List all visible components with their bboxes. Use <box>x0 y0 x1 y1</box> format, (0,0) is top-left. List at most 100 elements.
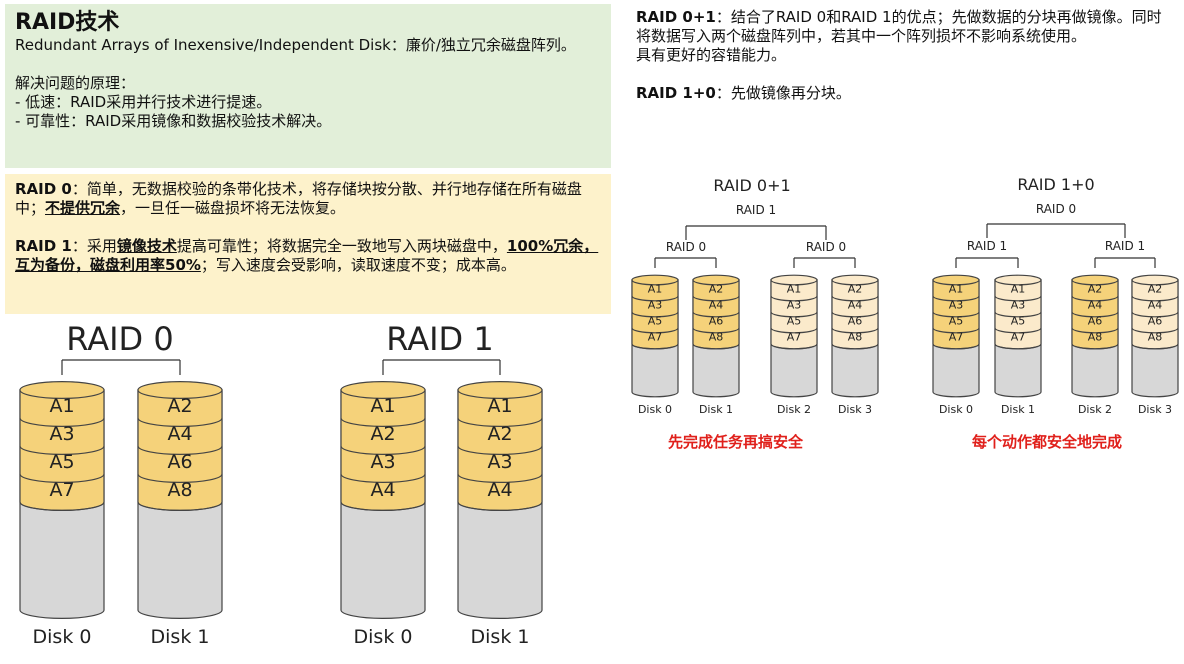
raid01-disk-1-block: A6 <box>709 315 724 328</box>
raid01-disk-0-block-divider <box>631 311 679 318</box>
raid1-emphasis-mirror: 镜像技术 <box>116 237 177 255</box>
raid1-text-mid: 提高可靠性；将数据完全一致地写入两块磁盘中， <box>176 237 507 255</box>
raid1-text-tail: ；写入速度会受影响，读取速度不变；成本高。 <box>200 256 516 274</box>
raid10-disk-2-block: A4 <box>1088 299 1103 312</box>
raid10-disk-0-block-divider <box>932 327 980 334</box>
raid0-disk-0-block-divider <box>19 501 105 511</box>
raid01-disk-1-label: Disk 1 <box>699 403 733 416</box>
raid01-disk-2-block-divider <box>770 295 818 302</box>
raid1-disk-0-block-divider <box>340 473 426 483</box>
raid0-disk-0-block-divider <box>19 473 105 483</box>
raid1-disk-0-block-divider <box>340 445 426 455</box>
raid01-disk-0-block-divider <box>631 327 679 334</box>
raid10-disk-1-label: Disk 1 <box>1001 403 1035 416</box>
raid1-emphasis-redundancy: 100%冗余，互为备份，磁盘利用率50% <box>15 237 599 274</box>
raid01-label: RAID 0+1 <box>636 8 716 26</box>
raid01-disk-1-block: A4 <box>709 299 724 312</box>
raid1-disk-0-top <box>340 381 426 400</box>
principle-bullet-reliability: - 可靠性：RAID采用镜像和数据校验技术解决。 <box>15 112 332 130</box>
raid01-disk-3-block: A8 <box>848 331 863 344</box>
raid01-disk-1-top <box>692 274 740 286</box>
raid01-disk-2-block: A7 <box>787 331 802 344</box>
raid1-disk-0-block: A4 <box>370 479 395 501</box>
raid1-text: ：采用 <box>71 237 117 255</box>
raid01-description: RAID 0+1：结合了RAID 0和RAID 1的优点；先做数据的分块再做镜像… <box>636 8 1176 46</box>
principle-bullet-speed: - 低速：RAID采用并行技术进行提速。 <box>15 93 272 111</box>
raid1-disk-1-label: Disk 1 <box>471 626 530 648</box>
raid-title: RAID技术 <box>15 10 120 35</box>
raid10-disk-1-block-divider <box>994 327 1042 334</box>
raid1-disk-1-block-divider <box>457 473 543 483</box>
raid01-disk-1-block-divider <box>692 327 740 334</box>
raid10-diagram-title: RAID 1+0 <box>1017 175 1094 194</box>
raid1-description: RAID 1：采用镜像技术提高可靠性；将数据完全一致地写入两块磁盘中，100%冗… <box>15 237 601 275</box>
raid10-disk-2-block-divider <box>1071 327 1119 334</box>
raid1-disk-1-block: A3 <box>487 451 512 473</box>
raid10-disk-1-block-divider <box>994 311 1042 318</box>
raid10-disk-2-block: A2 <box>1088 283 1103 296</box>
raid10-group-label: RAID 1 <box>967 239 1007 253</box>
raid1-disk-0-block-divider <box>340 501 426 511</box>
raid10-disk-0-block: A1 <box>949 283 964 296</box>
raid01-top-label: RAID 1 <box>736 203 776 217</box>
raid1-disk-1-block-divider <box>457 417 543 427</box>
raid01-text: ：结合了RAID 0和RAID 1的优点；先做数据的分块再做镜像。同时将数据写入… <box>636 8 1162 45</box>
principle-heading: 解决问题的原理： <box>15 74 136 92</box>
raid-definition: Redundant Arrays of Inexensive/Independe… <box>15 36 576 54</box>
raid0-disk-1-block: A4 <box>167 423 192 445</box>
raid10-disk-1-top <box>994 274 1042 286</box>
raid10-disk-1-block: A1 <box>1011 283 1026 296</box>
raid01-group-label: RAID 0 <box>806 240 846 254</box>
raid01-disk-0-block: A7 <box>648 331 663 344</box>
raid1-disk-0-label: Disk 0 <box>354 626 413 648</box>
raid0-disk-0-label: Disk 0 <box>33 626 92 648</box>
raid01-disk-2-block: A5 <box>787 315 802 328</box>
raid10-description: RAID 1+0：先做镜像再分块。 <box>636 84 1176 103</box>
raid10-disk-3-block: A6 <box>1148 315 1163 328</box>
raid1-disk-0-block: A2 <box>370 423 395 445</box>
raid0-disk-1-block: A6 <box>167 451 192 473</box>
raid01-disk-0-block: A5 <box>648 315 663 328</box>
raid0-disk-0-top <box>19 381 105 400</box>
raid10-disk-0-block-divider <box>932 295 980 302</box>
raid10-disk-0-block: A5 <box>949 315 964 328</box>
raid10-disk-3-label: Disk 3 <box>1138 403 1172 416</box>
raid10-disk-3-block-divider <box>1131 343 1179 350</box>
raid10-disk-2-block: A6 <box>1088 315 1103 328</box>
raid10-disk-3-top <box>1131 274 1179 286</box>
raid10-disk-2-block-divider <box>1071 311 1119 318</box>
raid0-emphasis: 不提供冗余 <box>45 199 121 217</box>
raid10-disk-0-top <box>932 274 980 286</box>
raid01-disk-2-top <box>770 274 818 286</box>
raid1-disk-1-block: A4 <box>487 479 512 501</box>
raid0-disk-0-block-divider <box>19 417 105 427</box>
raid0-disk-0-block: A1 <box>49 395 74 417</box>
raid1-disk-1-block-divider <box>457 445 543 455</box>
raid01-disk-3-block: A6 <box>848 315 863 328</box>
raid0-disk-1-top <box>137 381 223 400</box>
raid01-disk-1-block: A2 <box>709 283 724 296</box>
raid01-fault-tolerance: 具有更好的容错能力。 <box>636 46 787 64</box>
raid0-disk-1-block: A8 <box>167 479 192 501</box>
raid10-top-label: RAID 0 <box>1036 202 1076 216</box>
raid01-disk-1-block: A8 <box>709 331 724 344</box>
raid01-disk-1-block-divider <box>692 343 740 350</box>
raid10-disk-1-block-divider <box>994 295 1042 302</box>
raid10-disk-2-block: A8 <box>1088 331 1103 344</box>
raid10-disk-2-block-divider <box>1071 295 1119 302</box>
raid0-disk-1-block-divider <box>137 473 223 483</box>
raid01-disk-3-block-divider <box>831 343 879 350</box>
raid01-disk-3-label: Disk 3 <box>838 403 872 416</box>
raid10-disk-0-block-divider <box>932 311 980 318</box>
raid1-disk-0-block: A3 <box>370 451 395 473</box>
raid10-disk-2-block-divider <box>1071 343 1119 350</box>
raid10-disk-3-block: A4 <box>1148 299 1163 312</box>
raid01-disk-3-block-divider <box>831 327 879 334</box>
raid0-disk-1-block-divider <box>137 445 223 455</box>
raid1-disk-0-block-divider <box>340 417 426 427</box>
raid01-disk-2-label: Disk 2 <box>777 403 811 416</box>
raid10-disk-0-label: Disk 0 <box>939 403 973 416</box>
raid01-disk-0-block-divider <box>631 295 679 302</box>
raid0-disk-1-block-divider <box>137 501 223 511</box>
raid-overview-box: RAID技术 Redundant Arrays of Inexensive/In… <box>5 4 611 168</box>
